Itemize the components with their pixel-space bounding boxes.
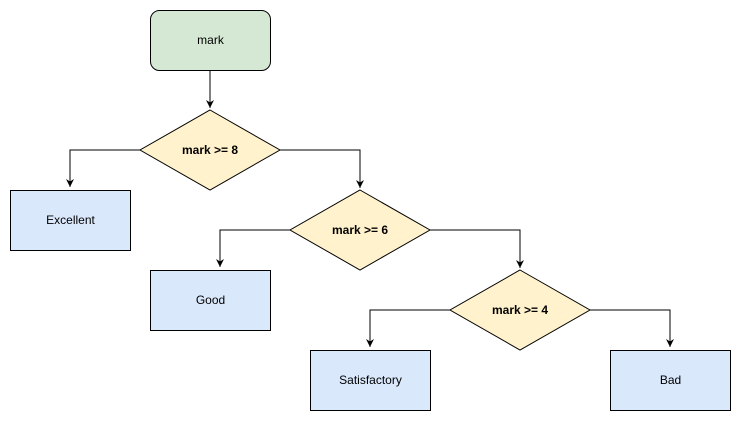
edge-decision-3-to-bad — [590, 309, 674, 347]
start-node-label: mark — [197, 33, 225, 47]
edge-decision-1-to-decision-2 — [280, 149, 364, 188]
outcome-node-excellent-label: Excellent — [46, 213, 95, 227]
decision-node-mark-8-label: mark >= 8 — [182, 143, 238, 157]
decision-node-mark-6-label: mark >= 6 — [332, 223, 388, 237]
decision-node-mark-8-shape — [138, 109, 282, 191]
outcome-node-good-shape — [150, 270, 271, 331]
decision-node-mark-4: mark >= 4 — [448, 269, 592, 351]
outcome-node-excellent-shape — [10, 190, 131, 251]
outcome-node-bad-shape — [610, 350, 731, 411]
outcome-node-good-label: Good — [196, 293, 225, 307]
outcome-node-satisfactory-label: Satisfactory — [339, 373, 402, 387]
outcome-node-bad-label: Bad — [660, 373, 681, 387]
outcome-node-good: Good — [150, 270, 271, 331]
start-node-shape — [150, 10, 271, 71]
start-node: mark — [150, 10, 271, 71]
edge-decision-1-to-excellent — [66, 149, 140, 187]
outcome-node-bad: Bad — [610, 350, 731, 411]
outcome-node-satisfactory: Satisfactory — [310, 350, 431, 411]
outcome-node-excellent: Excellent — [10, 190, 131, 251]
edge-decision-3-to-satisfactory — [366, 309, 450, 347]
edge-decision-2-to-good — [216, 229, 290, 267]
edge-decision-2-to-decision-3 — [430, 229, 524, 268]
decision-node-mark-4-shape — [448, 269, 592, 351]
outcome-node-satisfactory-shape — [310, 350, 431, 411]
decision-node-mark-8: mark >= 8 — [138, 109, 282, 191]
decision-node-mark-6-shape — [288, 189, 432, 271]
decision-node-mark-6: mark >= 6 — [288, 189, 432, 271]
decision-node-mark-4-label: mark >= 4 — [492, 303, 548, 317]
